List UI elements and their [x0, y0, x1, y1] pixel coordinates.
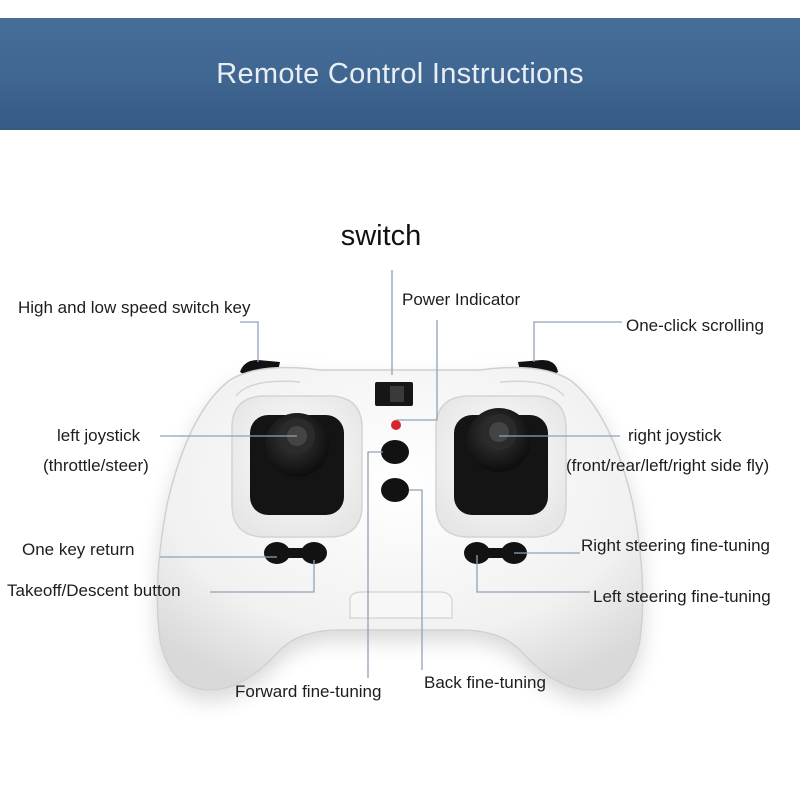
leader-lines — [160, 270, 622, 678]
left-joystick[interactable] — [265, 413, 329, 477]
label-high-low-speed: High and low speed switch key — [18, 298, 251, 317]
label-back-tuning: Back fine-tuning — [424, 673, 546, 692]
label-right-joystick: right joystick — [628, 426, 722, 445]
back-fine-tuning-button[interactable] — [381, 478, 409, 502]
label-right-joystick-sub: (front/rear/left/right side fly) — [566, 456, 770, 475]
header-banner: Remote Control Instructions — [0, 18, 800, 130]
label-left-joystick: left joystick — [57, 426, 141, 445]
label-one-click-scrolling: One-click scrolling — [626, 316, 764, 335]
label-forward-tuning: Forward fine-tuning — [235, 682, 382, 701]
controller-body — [156, 366, 644, 691]
power-switch[interactable] — [375, 382, 413, 406]
right-joystick[interactable] — [467, 408, 531, 472]
switch-heading: switch — [340, 220, 422, 252]
label-power-indicator: Power Indicator — [402, 290, 521, 309]
label-one-key-return: One key return — [22, 540, 135, 559]
label-right-steering: Right steering fine-tuning — [581, 536, 771, 555]
bottom-panel — [349, 591, 453, 619]
forward-fine-tuning-button[interactable] — [381, 440, 409, 464]
power-indicator-led — [391, 420, 401, 430]
label-left-joystick-sub: (throttle/steer) — [43, 456, 149, 475]
page-title: Remote Control Instructions — [216, 57, 584, 90]
label-left-steering: Left steering fine-tuning — [593, 587, 771, 606]
label-takeoff-descent: Takeoff/Descent button — [7, 581, 181, 600]
